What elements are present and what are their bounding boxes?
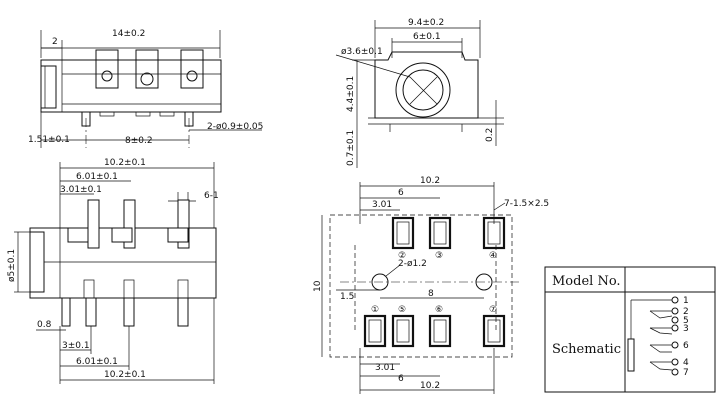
pin-number: 6 — [683, 341, 689, 351]
model-table: Model No. Schematic 1 2 5 3 6 4 — [544, 266, 716, 393]
pcb-pads-bottom: ① ⑤ ⑥ ⑦ — [363, 305, 506, 348]
dim-front-inner: 6±0.1 — [413, 32, 441, 42]
pcb-layout: 10.2 6 3.01 7-1.5×2.5 ② ③ ④ 2-ø1.2 — [313, 176, 549, 394]
dim-top-bottom3: 3±0.1 — [62, 341, 90, 351]
schematic-symbol — [627, 296, 679, 376]
dim-pcb-offset: 1.5 — [340, 292, 354, 302]
pad-number: ⑦ — [489, 305, 497, 315]
dim-front-leg: 0.7±0.1 — [346, 130, 356, 166]
pin-number: 1 — [683, 296, 689, 306]
dim-pin-dia: 2-ø0.9±0.05 — [207, 122, 263, 132]
front-jack-hole — [402, 69, 444, 111]
dim-top-edge: 0.8 — [37, 320, 52, 330]
schematic-label: Schematic — [552, 342, 621, 357]
dim-front-base: 0.2 — [485, 128, 495, 142]
pad-number: ② — [398, 251, 406, 261]
dim-top-bottom6: 6.01±0.1 — [76, 357, 118, 367]
pad-number: ⑥ — [435, 305, 443, 315]
pad-number: ① — [371, 305, 379, 315]
dim-length: 14±0.2 — [112, 29, 145, 39]
dim-pcb-pad: 7-1.5×2.5 — [504, 199, 549, 209]
dim-front-hole: ø3.6±0.1 — [341, 47, 383, 57]
pin-number: 7 — [683, 368, 689, 378]
pin-number: 4 — [683, 358, 689, 368]
model-no-label: Model No. — [552, 274, 621, 289]
dim-pcb-hole-pitch: 8 — [428, 289, 434, 299]
pad-number: ③ — [435, 251, 443, 261]
dim-pcb-top-span: 10.2 — [420, 176, 440, 186]
side-view: 14±0.2 2 1.51±0.1 8±0 — [28, 29, 263, 148]
dim-top-pitch6: 6.01±0.1 — [76, 172, 118, 182]
dim-pcb-bot-span: 10.2 — [420, 381, 440, 391]
dim-pin-pitch: 8±0.2 — [125, 136, 153, 146]
pcb-outline — [329, 214, 513, 358]
dim-pcb-height: 10 — [313, 280, 323, 292]
dim-top-bottom-span: 10.2±0.1 — [104, 370, 146, 380]
top-view: 10.2±0.1 6.01±0.1 3.01±0.1 6-1 — [7, 158, 219, 384]
dim-top-pin-w: 6-1 — [204, 191, 219, 201]
dim-top-span: 10.2±0.1 — [104, 158, 146, 168]
dim-pcb-bot6: 6 — [398, 374, 404, 384]
side-terminals — [95, 49, 204, 89]
pad-number: ④ — [489, 251, 497, 261]
top-pins — [61, 199, 190, 327]
front-view: 9.4±0.2 6±0.1 ø3.6±0.1 4.4±0.1 0.7±0.1 0… — [335, 18, 504, 168]
pin-number: 2 — [683, 307, 689, 317]
dim-pin-offset: 1.51±0.1 — [28, 135, 70, 145]
dim-front-width: 9.4±0.2 — [408, 18, 444, 28]
dim-pcb-holes: 2-ø1.2 — [398, 259, 427, 269]
pin-number: 5 — [683, 316, 689, 326]
pcb-pads-top: ② ③ ④ — [391, 216, 506, 261]
pin-number: 3 — [683, 324, 689, 334]
dim-offset: 2 — [52, 37, 58, 47]
dim-front-height: 4.4±0.1 — [346, 76, 356, 112]
dim-pcb-bot3: 3.01 — [375, 363, 395, 373]
front-outer-ring — [395, 62, 451, 118]
dim-pcb-top3: 3.01 — [372, 200, 392, 210]
dim-top-pitch3: 3.01±0.1 — [60, 185, 102, 195]
pad-number: ⑤ — [398, 305, 406, 315]
dim-pcb-top6: 6 — [398, 188, 404, 198]
dim-top-body: ø5±0.1 — [7, 249, 17, 282]
pcb-hole — [475, 273, 493, 291]
